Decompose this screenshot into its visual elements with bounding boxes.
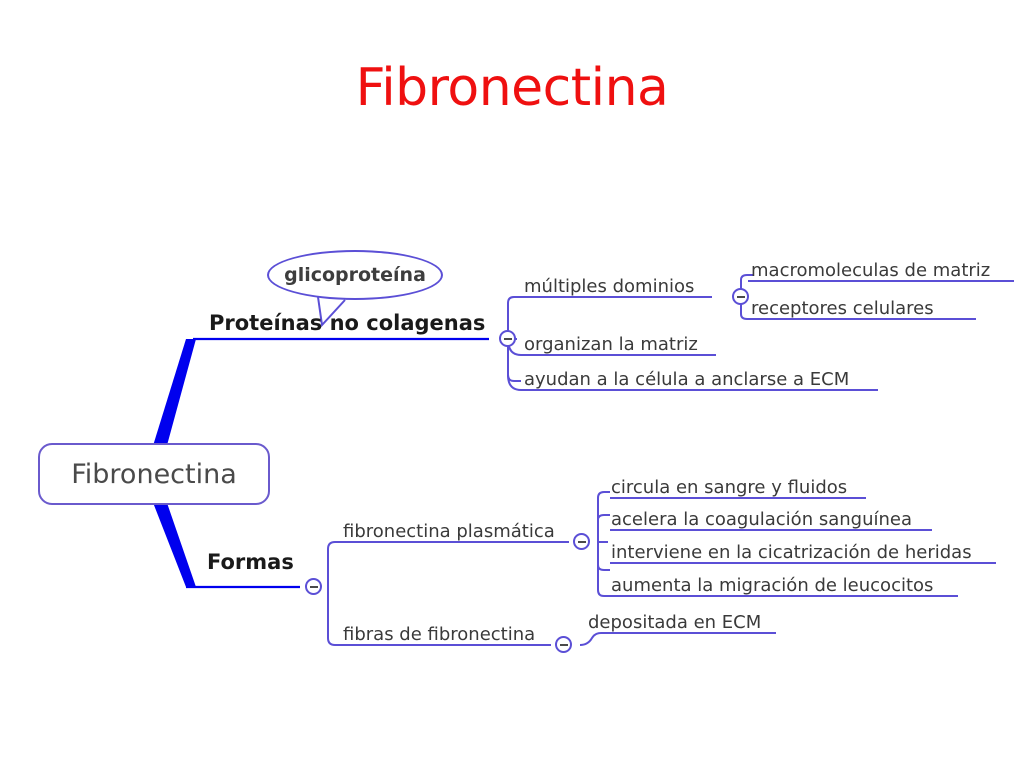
leaf-label-macromoleculas-de-matriz[interactable]: macromoleculas de matriz: [751, 260, 991, 281]
bracket-proteinas-bottom: [507, 374, 522, 391]
minus-circle-icon-proteinas[interactable]: [499, 330, 516, 347]
minus-circle-icon-fibronectina-plasmatica[interactable]: [573, 533, 590, 550]
leaf-label-fibras-de-fibronectina[interactable]: fibras de fibronectina: [343, 624, 536, 645]
branch-label-proteinas-no-colagenas[interactable]: Proteínas no colagenas: [209, 311, 486, 335]
leaf-label-organizan-la-matriz[interactable]: organizan la matriz: [524, 334, 698, 355]
minus-glyph: [577, 540, 586, 543]
leaf-label-aumenta-la-migracion-de-leucocitos[interactable]: aumenta la migración de leucocitos: [611, 575, 934, 596]
bracket-fibras-children: [579, 632, 608, 646]
leaf-label-depositada-en-ecm[interactable]: depositada en ECM: [588, 612, 762, 633]
minus-circle-icon-multiples-dominios[interactable]: [732, 288, 749, 305]
bracket-plasmatica-children: [597, 491, 610, 597]
page-title: Fibronectina: [355, 58, 669, 118]
root-node-label: Fibronectina: [71, 458, 237, 490]
callout-bubble-glicoproteina[interactable]: glicoproteína: [267, 250, 443, 300]
leaf-label-receptores-celulares[interactable]: receptores celulares: [751, 298, 934, 319]
leaf-label-acelera-la-coagulacion-sanguinea[interactable]: acelera la coagulación sanguínea: [611, 509, 912, 530]
branch-label-formas[interactable]: Formas: [207, 550, 294, 574]
leaf-label-multiples-dominios[interactable]: múltiples dominios: [524, 276, 695, 297]
leaf-label-interviene-en-la-cicatrizacion-de-heridas[interactable]: interviene en la cicatrización de herida…: [611, 542, 972, 563]
minus-glyph: [503, 337, 512, 340]
leaf-label-circula-en-sangre-y-fluidos[interactable]: circula en sangre y fluidos: [611, 477, 848, 498]
bracket-formas-children: [327, 541, 342, 646]
minus-glyph: [559, 643, 568, 646]
leaf-label-ayudan-a-la-celula-a-anclarse-a-ecm[interactable]: ayudan a la célula a anclarse a ECM: [524, 369, 850, 390]
minus-circle-icon-fibras-de-fibronectina[interactable]: [555, 636, 572, 653]
branch-connector-proteinas: [152, 339, 196, 449]
root-node[interactable]: Fibronectina: [38, 443, 270, 505]
minus-glyph: [309, 585, 318, 588]
minus-glyph: [736, 295, 745, 298]
callout-bubble-label: glicoproteína: [284, 264, 426, 286]
minus-circle-icon-formas[interactable]: [305, 578, 322, 595]
leaf-label-fibronectina-plasmatica[interactable]: fibronectina plasmática: [343, 521, 555, 542]
branch-connector-formas: [152, 500, 196, 587]
